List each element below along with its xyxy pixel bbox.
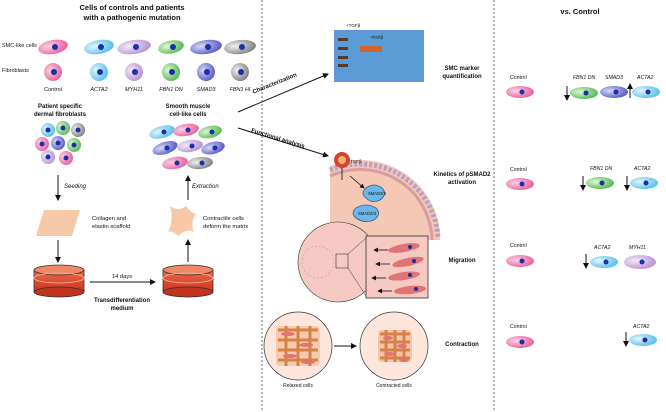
migration-diagram [297, 221, 429, 303]
tgfb-label: TGFβ [350, 159, 362, 164]
smc-acta2-cell [84, 39, 114, 55]
smc-fbn1hi-cell [224, 39, 256, 55]
label-fbn1hi: FBN1 HI [229, 87, 251, 93]
functional-analysis-arrow [237, 127, 329, 158]
result-1-item-3: ACTA2 [637, 75, 654, 81]
contractile-label-2: deform the matrix [203, 224, 249, 230]
contraction-diagram [263, 311, 429, 381]
characterization-arrow [237, 73, 329, 113]
result-1-item-2: SMAD3 [605, 75, 623, 81]
western-blot [334, 30, 424, 82]
result-3-control: Control [510, 243, 527, 249]
blot-minus-label: -TGFβ [370, 35, 384, 40]
kinetics-label-1: Kinetics of pSMAD2 [433, 172, 491, 178]
culture-dish-right [162, 264, 214, 298]
contractile-label-1: Contractile cells [203, 216, 244, 222]
label-myh11: MYH11 [125, 87, 143, 93]
smad-label-2: SMAD2/3 [358, 211, 376, 216]
smad-kinetics-diagram [329, 152, 441, 241]
label-control: Control [44, 87, 62, 93]
fibro-fbn1dn-cell [162, 63, 180, 81]
scaffold-shape [36, 210, 80, 236]
result-2-item-1: FBN1 DN [590, 166, 613, 172]
fibroblast-row [44, 63, 249, 81]
fibro-smad3-cell [197, 63, 215, 81]
smc-myh11-cell [117, 39, 151, 55]
header-title-line2: with a pathogenic mutation [83, 13, 181, 22]
results-row-4 [506, 332, 657, 348]
result-1-control: Control [510, 75, 527, 81]
header-title-line1: Cells of controls and patients [79, 3, 185, 12]
result-4-item-1: ACTA2 [633, 324, 650, 330]
result-3-item-2: MYH11 [629, 245, 646, 251]
result-2-control: Control [510, 167, 527, 173]
smc-smad3-cell [190, 39, 222, 55]
results-row-1 [506, 83, 660, 101]
smad-label-1: SMAD2/3 [368, 191, 386, 196]
smc-control-cell [38, 39, 68, 55]
fibroblasts-row-label: Fibroblasts [2, 68, 29, 74]
contracted-cells-label: Contracted cells [376, 383, 412, 389]
fibro-acta2-cell [90, 63, 108, 81]
culture-dish-left [33, 264, 85, 298]
medium-label-2: medium [110, 306, 134, 312]
smc-cells-label-2: cell-like cells [169, 112, 207, 118]
results-row-3 [506, 254, 656, 269]
smc-fbn1dn-cell [158, 40, 184, 54]
result-2-item-2: ACTA2 [634, 166, 651, 172]
contraction-label: Contraction [445, 342, 479, 348]
fibro-fbn1hi-cell [231, 63, 249, 81]
scaffold-label-1: Collagen and [92, 216, 127, 222]
smc-marker-label-1: SMC marker [444, 66, 480, 72]
vs-control-title: vs. Control [560, 7, 600, 16]
dermal-fibroblasts-label-2: dermal fibroblasts [33, 112, 87, 118]
scaffold-label-2: elastin scaffold [92, 224, 131, 230]
smc-marker-label-2: quantification [442, 74, 482, 80]
result-1-item-1: FBN1 DN [573, 75, 596, 81]
dermal-fibroblasts-label-1: Patient specific [37, 104, 83, 110]
medium-label-1: Transdifferentiation [93, 298, 151, 304]
label-acta2: ACTA2 [90, 87, 108, 93]
fourteen-days-label: 14 days [111, 274, 133, 280]
extraction-label: Extraction [192, 184, 219, 190]
smc-cells-label-1: Smooth muscle [165, 104, 211, 110]
smc-like-cluster [149, 123, 225, 170]
seeding-label: Seeding [64, 184, 87, 190]
label-fbn1dn: FBN1 DN [159, 87, 183, 93]
results-row-2 [506, 176, 658, 191]
fibro-control-cell [44, 63, 62, 81]
smc-like-row [38, 39, 256, 55]
deformed-matrix-shape [168, 206, 196, 236]
result-4-control: Control [510, 324, 527, 330]
dermal-fibroblast-cluster [35, 121, 85, 165]
smc-like-row-label: SMC-like cells [2, 43, 37, 49]
fibro-myh11-cell [125, 63, 143, 81]
kinetics-label-2: activation [447, 180, 477, 186]
result-3-item-1: ACTA2 [594, 245, 611, 251]
label-smad3: SMAD3 [196, 87, 216, 93]
blot-plus-label: +TGFβ [346, 23, 361, 28]
migration-label: Migration [448, 258, 476, 264]
relaxed-cells-label: Relaxed cells [283, 383, 313, 389]
